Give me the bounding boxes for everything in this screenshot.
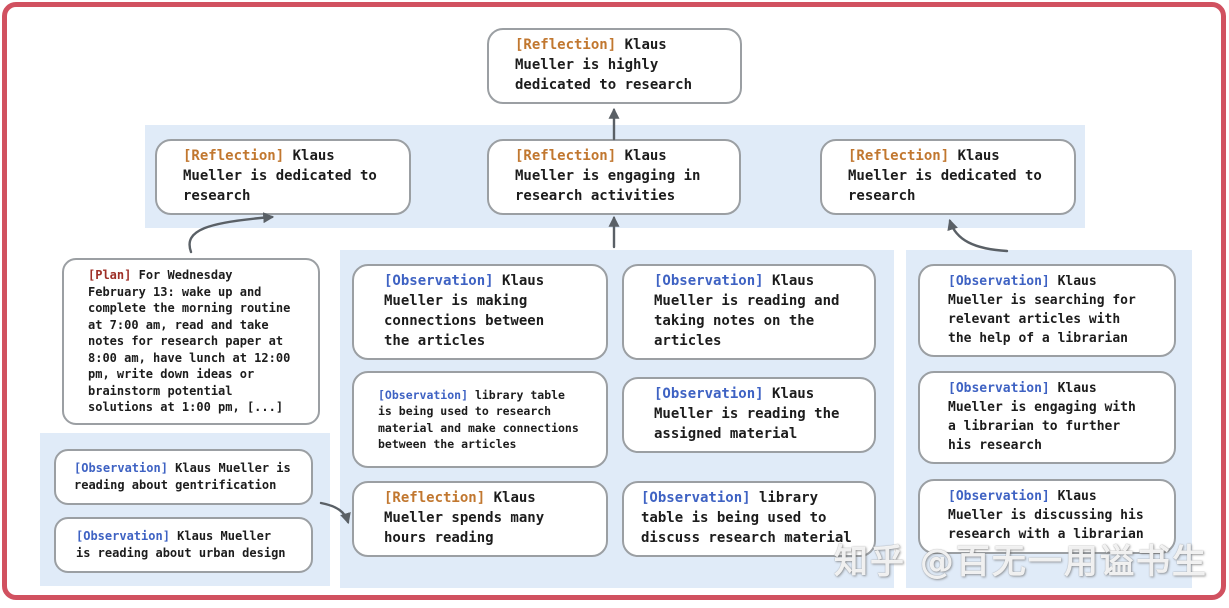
node-text: Klaus Mueller is reading and taking note… xyxy=(654,273,840,349)
observation-tag: [Observation] xyxy=(948,381,1050,396)
node-reflection-l2-1: [Reflection] Klaus Mueller is dedicated … xyxy=(155,139,411,215)
node-text: Klaus Mueller is highly dedicated to res… xyxy=(515,37,693,93)
node-observation-urban-design: [Observation] Klaus Mueller is reading a… xyxy=(54,517,313,574)
node-reflection-l2-3: [Reflection] Klaus Mueller is dedicated … xyxy=(820,139,1076,215)
node-text: library table is being used to research … xyxy=(378,388,579,451)
node-text: For Wednesday February 13: wake up and c… xyxy=(88,268,291,415)
observation-tag: [Observation] xyxy=(654,386,764,402)
node-text: Klaus Mueller is dedicated to research xyxy=(183,148,377,204)
node-reflection-l2-2: [Reflection] Klaus Mueller is engaging i… xyxy=(487,139,741,215)
node-text: Klaus Mueller is reading about urban des… xyxy=(76,529,286,561)
reflection-tag: [Reflection] xyxy=(183,148,285,164)
node-text: Klaus Mueller is engaging with a librari… xyxy=(948,381,1136,453)
node-text: Klaus Mueller is searching for relevant … xyxy=(948,274,1136,346)
observation-tag: [Observation] xyxy=(384,273,494,289)
node-plan: [Plan] For Wednesday February 13: wake u… xyxy=(62,258,320,425)
node-observation-discussing-research: [Observation] Klaus Mueller is discussin… xyxy=(918,479,1176,554)
node-reflection-hours-reading: [Reflection] Klaus Mueller spends many h… xyxy=(352,481,608,557)
reflection-tag: [Reflection] xyxy=(515,148,617,164)
node-text: Klaus Mueller spends many hours reading xyxy=(384,490,545,546)
observation-tag: [Observation] xyxy=(74,461,168,475)
reflection-tag: [Reflection] xyxy=(515,37,617,53)
node-observation-taking-notes: [Observation] Klaus Mueller is reading a… xyxy=(622,264,876,360)
node-text: Klaus Mueller is dedicated to research xyxy=(848,148,1042,204)
observation-tag: [Observation] xyxy=(948,489,1050,504)
node-reflection-root: [Reflection] Klaus Mueller is highly ded… xyxy=(487,28,742,104)
node-text: Klaus Mueller is reading the assigned ma… xyxy=(654,386,840,442)
node-text: Klaus Mueller is discussing his research… xyxy=(948,489,1144,542)
observation-tag: [Observation] xyxy=(378,388,469,402)
observation-tag: [Observation] xyxy=(76,529,170,543)
node-observation-gentrification: [Observation] Klaus Mueller is reading a… xyxy=(54,449,313,506)
node-observation-searching-articles: [Observation] Klaus Mueller is searching… xyxy=(918,264,1176,358)
reflection-tag: [Reflection] xyxy=(384,490,486,506)
reflection-tag: [Reflection] xyxy=(848,148,950,164)
observation-tag: [Observation] xyxy=(948,274,1050,289)
observation-tag: [Observation] xyxy=(654,273,764,289)
node-observation-library-table-discuss: [Observation] library table is being use… xyxy=(622,481,876,557)
node-observation-engaging-librarian: [Observation] Klaus Mueller is engaging … xyxy=(918,371,1176,465)
node-observation-assigned-material: [Observation] Klaus Mueller is reading t… xyxy=(622,377,876,453)
plan-tag: [Plan] xyxy=(88,268,132,282)
node-text: library table is being used to discuss r… xyxy=(641,490,852,546)
node-text: Klaus Mueller is making connections betw… xyxy=(384,273,545,349)
node-observation-library-table-research: [Observation] library table is being use… xyxy=(352,371,608,469)
observation-tag: [Observation] xyxy=(641,490,751,506)
node-text: Klaus Mueller is engaging in research ac… xyxy=(515,148,701,204)
node-text: Klaus Mueller is reading about gentrific… xyxy=(74,461,291,493)
node-observation-making-connections: [Observation] Klaus Mueller is making co… xyxy=(352,264,608,360)
zhihu-watermark: 知乎 @百无一用谥书生 xyxy=(834,542,1208,582)
